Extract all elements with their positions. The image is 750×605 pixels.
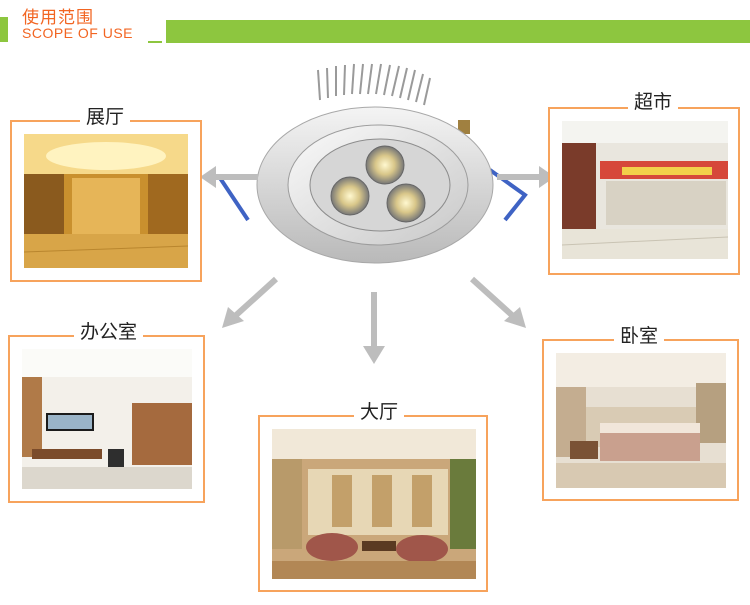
arrow-left-icon	[200, 166, 258, 188]
heatsink-icon	[317, 63, 431, 106]
led-downlight-image	[216, 63, 528, 264]
section-header: 使用范围 SCOPE OF USE	[0, 0, 750, 46]
hall-photo	[24, 134, 188, 268]
arrow-down-icon	[363, 292, 385, 364]
section-title-en: SCOPE OF USE	[22, 25, 134, 41]
card-office: 办公室	[8, 317, 205, 503]
office-photo	[22, 349, 192, 489]
lobby-photo	[272, 429, 476, 579]
supermarket-photo	[562, 121, 728, 259]
card-supermarket-label: 超市	[628, 87, 679, 114]
header-accent-left	[0, 17, 8, 42]
arrow-down-right-icon	[469, 276, 526, 328]
card-hall: 展厅	[10, 102, 202, 282]
header-accent-underline	[148, 41, 162, 43]
bedroom-photo	[556, 353, 726, 488]
card-lobby: 大厅	[258, 397, 488, 592]
card-supermarket: 超市	[548, 87, 740, 275]
card-office-label: 办公室	[74, 317, 144, 344]
arrow-right-icon	[497, 166, 555, 188]
header-accent-bar	[166, 20, 750, 43]
arrow-down-left-icon	[222, 276, 279, 328]
card-bedroom: 卧室	[542, 321, 739, 501]
card-lobby-label: 大厅	[354, 397, 405, 424]
card-hall-label: 展厅	[80, 102, 131, 129]
card-bedroom-label: 卧室	[614, 321, 665, 348]
section-title-cn: 使用范围	[22, 8, 94, 28]
